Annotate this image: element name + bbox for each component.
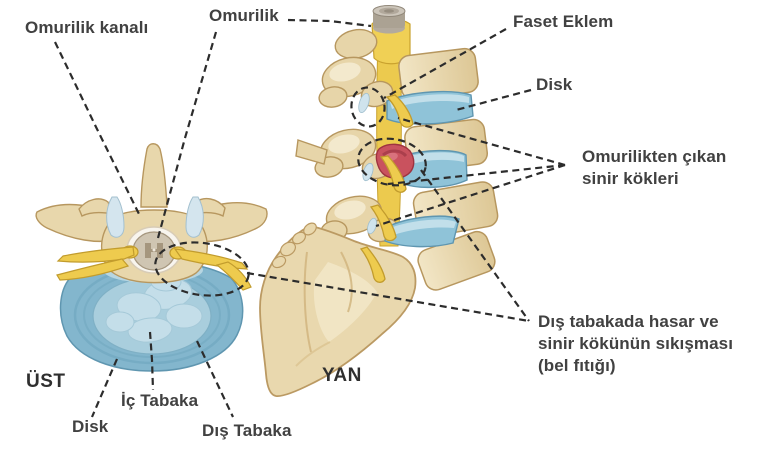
label-sinir-kokleri: Omurilikten çıkan sinir kökleri — [582, 147, 727, 188]
annotation-overlay — [54, 18, 566, 418]
leader-line-ic-tabaka — [148, 331, 155, 391]
callout-circle-faset — [350, 86, 386, 128]
spinal-cord-cross-section — [132, 231, 176, 271]
leader-line-omurilik-kanali — [54, 41, 140, 215]
facet-cartilage — [358, 92, 377, 235]
nerve-root-sacral — [359, 246, 386, 283]
spinal-cord-stub — [372, 5, 406, 34]
top-view-illustration — [35, 143, 268, 372]
leader-line-omurilik-right — [287, 18, 372, 28]
callout-ellipse-hernia-side — [357, 137, 427, 187]
label-dis-tabaka: Dış Tabaka — [202, 421, 292, 440]
side-view-illustration — [259, 5, 499, 397]
caption-top-view: ÜST — [26, 371, 66, 392]
label-omurilik-kanali: Omurilik kanalı — [25, 18, 149, 37]
leader-line-dis-tabaka — [196, 340, 234, 418]
disc-nucleus — [105, 272, 203, 343]
leader-line-nerve-root-3 — [375, 163, 566, 228]
label-disk-top: Disk — [72, 417, 109, 436]
leader-line-nerve-root-1 — [397, 116, 566, 167]
leader-line-hernia-from-top — [246, 271, 530, 323]
leader-line-omurilik-down — [156, 31, 218, 239]
label-herniation: Dış tabakada hasar ve sinir kökünün sıkı… — [538, 312, 734, 375]
nerve-roots-top-view — [56, 245, 252, 291]
leader-line-faset-eklem — [383, 28, 507, 99]
leader-line-disk-side — [455, 88, 532, 112]
label-omurilik: Omurilik — [209, 6, 279, 25]
label-ic-tabaka: İç Tabaka — [121, 391, 199, 410]
label-disk-side: Disk — [536, 75, 573, 94]
leader-line-disk-top — [90, 358, 119, 418]
leader-line-hernia-from-side — [420, 169, 530, 322]
caption-side-view: YAN — [322, 365, 362, 386]
leader-line-nerve-root-2 — [387, 163, 566, 186]
callout-ellipse-hernia-top — [154, 241, 250, 297]
label-faset-eklem: Faset Eklem — [513, 12, 614, 31]
articular-cartilage — [106, 196, 204, 238]
